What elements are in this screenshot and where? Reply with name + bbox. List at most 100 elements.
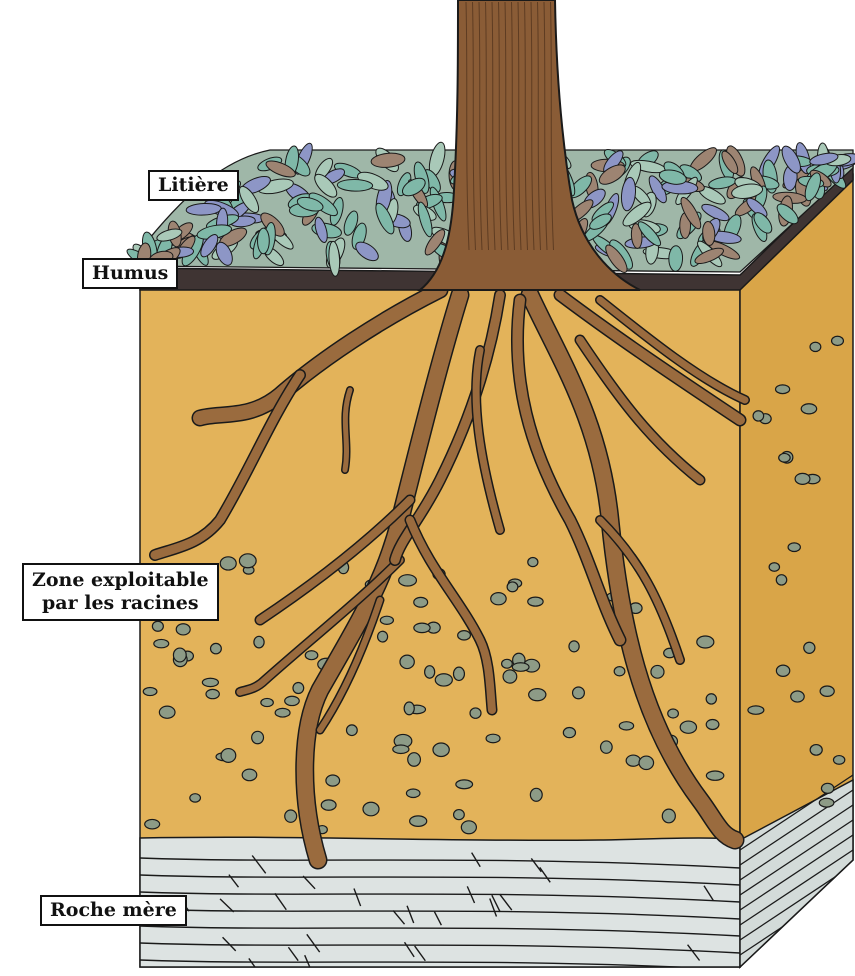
bedrock-front (140, 837, 740, 967)
pebble (261, 698, 274, 706)
pebble (528, 558, 538, 567)
pebble (285, 696, 300, 705)
pebble (454, 810, 465, 820)
side-pebble (776, 385, 790, 394)
pebble (404, 702, 414, 715)
pebble (393, 745, 409, 754)
label-zone-exploitable: Zone exploitable par les racines (22, 563, 219, 621)
pebble (458, 631, 471, 640)
side-pebble (779, 453, 790, 462)
pebble (400, 655, 414, 668)
side-pebble (832, 336, 844, 345)
pebble (626, 755, 640, 766)
pebble (425, 666, 435, 679)
side-pebble (776, 575, 786, 585)
pebble (706, 771, 723, 780)
pebble (414, 597, 428, 607)
side-pebble (748, 706, 764, 714)
pebble (206, 689, 219, 698)
pebble (202, 678, 218, 686)
pebble (639, 756, 654, 769)
side-pebble (821, 783, 833, 793)
pebble (254, 636, 264, 648)
pebble (275, 708, 290, 717)
pebble (408, 753, 421, 767)
pebble (173, 648, 186, 662)
pebble (326, 775, 340, 786)
pebble (221, 749, 236, 763)
pebble (305, 651, 318, 660)
side-pebble (795, 473, 810, 484)
pebble (285, 810, 297, 822)
pebble (143, 688, 157, 696)
pebble (502, 659, 513, 668)
pebble (435, 674, 452, 686)
pebble (190, 794, 201, 802)
pebble (414, 623, 430, 633)
side-pebble (769, 563, 779, 571)
side-pebble (776, 665, 789, 676)
pebble (503, 670, 517, 683)
pebble (239, 554, 256, 568)
pebble (456, 780, 473, 789)
side-pebble (820, 686, 834, 696)
side-pebble (753, 411, 764, 421)
pebble (530, 788, 542, 801)
pebble (410, 816, 427, 826)
pebble (706, 719, 719, 729)
pebble (363, 802, 379, 816)
pebble (573, 687, 585, 699)
pebble (680, 721, 696, 733)
pebble (662, 809, 675, 823)
side-pebble (801, 404, 816, 414)
pebble (346, 725, 357, 736)
pebble (563, 728, 575, 738)
pebble (528, 597, 543, 606)
pebble (614, 667, 625, 676)
pebble (145, 819, 160, 828)
pebble (668, 709, 679, 718)
side-pebble (788, 543, 800, 552)
pebble (569, 641, 579, 652)
pebble (242, 769, 257, 781)
pebble (619, 722, 633, 730)
pebble (252, 731, 264, 743)
label-litiere: Litière (148, 170, 239, 201)
label-zone-line2: par les racines (32, 592, 209, 615)
label-zone-line1: Zone exploitable (32, 569, 209, 592)
side-pebble (804, 642, 815, 653)
pebble (706, 694, 716, 704)
pebble (697, 636, 714, 648)
label-humus: Humus (82, 258, 178, 289)
pebble (529, 689, 546, 701)
pebble (406, 789, 420, 798)
pebble (507, 582, 518, 592)
pebble (378, 631, 388, 642)
side-pebble (819, 798, 834, 807)
pebble (154, 639, 169, 647)
pebble (453, 667, 464, 680)
pebble (512, 663, 529, 672)
label-roche-mere: Roche mère (40, 895, 187, 926)
pebble (211, 643, 222, 653)
pebble (152, 621, 163, 631)
pebble (159, 706, 175, 718)
pebble (220, 557, 236, 570)
pebble (380, 616, 393, 624)
pebble (601, 741, 613, 753)
pebble (433, 743, 449, 756)
side-pebble (810, 745, 822, 756)
side-pebble (810, 342, 821, 351)
litter-leaf (337, 179, 373, 191)
side-pebble (791, 691, 804, 702)
pebble (461, 821, 476, 834)
pebble (486, 734, 500, 743)
pebble (651, 665, 664, 678)
pebble (399, 575, 417, 586)
pebble (491, 593, 506, 605)
side-pebble (833, 756, 844, 765)
pebble (176, 624, 190, 635)
litter-leaf (257, 228, 269, 254)
